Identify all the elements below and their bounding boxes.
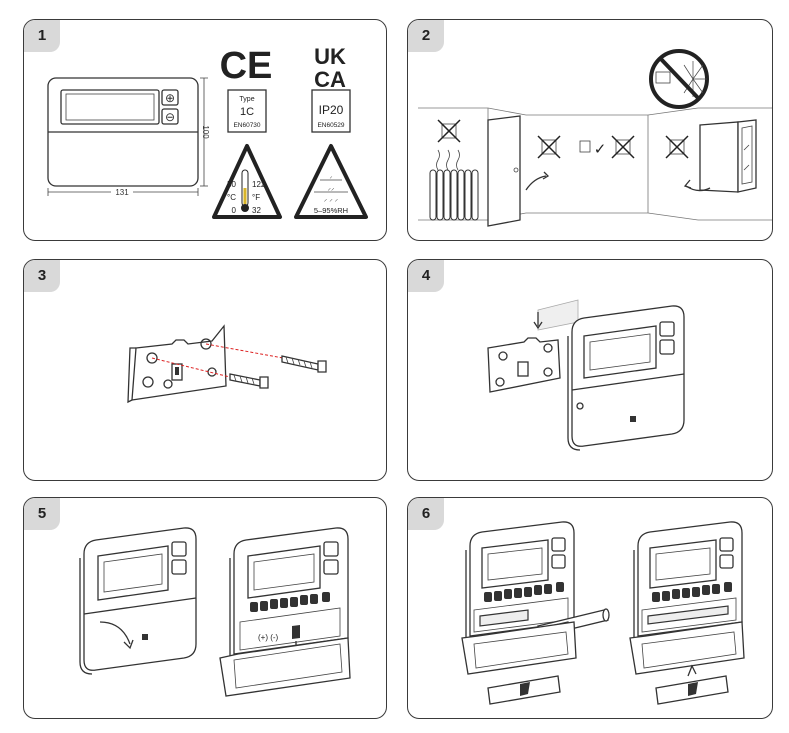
height-dimension: 100 [200,77,210,187]
guide-line-lower [151,357,235,379]
type-label: Type [239,96,254,103]
temp-c-unit: °C [227,193,236,202]
thermostat-batteries-fitted [629,521,745,705]
wall-plate [487,337,561,393]
type-value: 1C [240,106,254,118]
type-rating-box: Type 1C EN60730 [227,89,267,133]
temperature-range-symbol: 50 °C 0 122 °F 32 [212,144,282,219]
svg-text:⸝ ⸝ ⸝: ⸝ ⸝ ⸝ [324,196,339,203]
step-number: 5 [24,498,60,530]
step-panel-5: 5 [23,497,387,719]
door-icon [487,115,550,227]
attach-thermostat-diagram [487,299,685,451]
thermostat-closed [79,527,197,675]
bad-location-near-window [665,135,689,159]
bad-location-corner [611,135,635,159]
placement-diagram: ✓ [418,49,772,227]
wall-plate-mounting-diagram [127,324,327,404]
ukca-line2: CA [314,67,346,92]
svg-text:✓: ✓ [594,141,607,158]
step-panel-1: 1 ⊕ ⊖ 100 131 CE [23,19,387,241]
bad-location-near-door [537,135,561,159]
wall-plate [127,324,227,404]
step-panel-2: 2 [407,19,773,241]
step-number: 1 [24,20,60,52]
temp-c-max: 50 [227,180,236,189]
svg-text:⸝⸝: ⸝⸝ [328,185,336,192]
temp-f-max: 122 [252,180,266,189]
temp-f-unit: °F [252,193,260,202]
svg-text:⊕: ⊕ [165,91,175,105]
screw-upper [281,355,327,373]
insert-batteries-diagram [461,521,745,705]
temp-c-min: 0 [232,206,237,215]
step-number: 4 [408,260,444,292]
screw-lower [229,373,269,389]
width-dim-label: 131 [115,188,129,197]
ukca-mark: UK CA [314,44,346,92]
humidity-range: 5–95%RH [314,206,348,215]
open-cover-diagram: (+) (-) [79,527,351,697]
window-icon [683,119,757,193]
ip-rating-box: IP20 EN60529 [311,89,351,133]
thermostat-front-view: ⊕ ⊖ [47,77,199,187]
svg-text:⸝: ⸝ [329,174,332,180]
ce-mark: CE [220,45,273,87]
type-standard: EN60730 [233,122,260,129]
svg-text:⊖: ⊖ [165,110,175,124]
mounting-arrow-shadow [537,299,579,331]
good-location: ✓ [579,140,607,158]
step-number: 3 [24,260,60,292]
temp-f-min: 32 [252,206,261,215]
thermostat-unit [567,305,685,451]
no-sunlight-icon [649,49,709,109]
ip-value: IP20 [319,103,344,117]
specs-diagram: ⊕ ⊖ 100 131 CE UK CA Type [47,44,368,219]
battery-cover-flap [219,637,351,697]
button-row [250,592,330,612]
step-panel-6: 6 [407,497,773,719]
step-number: 6 [408,498,444,530]
open-arrow [99,621,131,645]
ukca-line1: UK [314,44,346,69]
height-dim-label: 100 [201,125,210,139]
step-panel-4: 4 [407,259,773,481]
width-dimension: 131 [47,187,199,197]
humidity-range-symbol: ⸝ ⸝⸝ ⸝ ⸝ ⸝ 5–95%RH [294,144,368,219]
ip-standard: EN60529 [317,122,344,129]
thermostat-with-batteries [461,521,610,705]
svg-text:(+) (-): (+) (-) [258,633,279,642]
thermostat-open: (+) (-) [219,527,351,697]
radiator-icon [429,119,479,221]
step-number: 2 [408,20,444,52]
step-panel-3: 3 [23,259,387,481]
